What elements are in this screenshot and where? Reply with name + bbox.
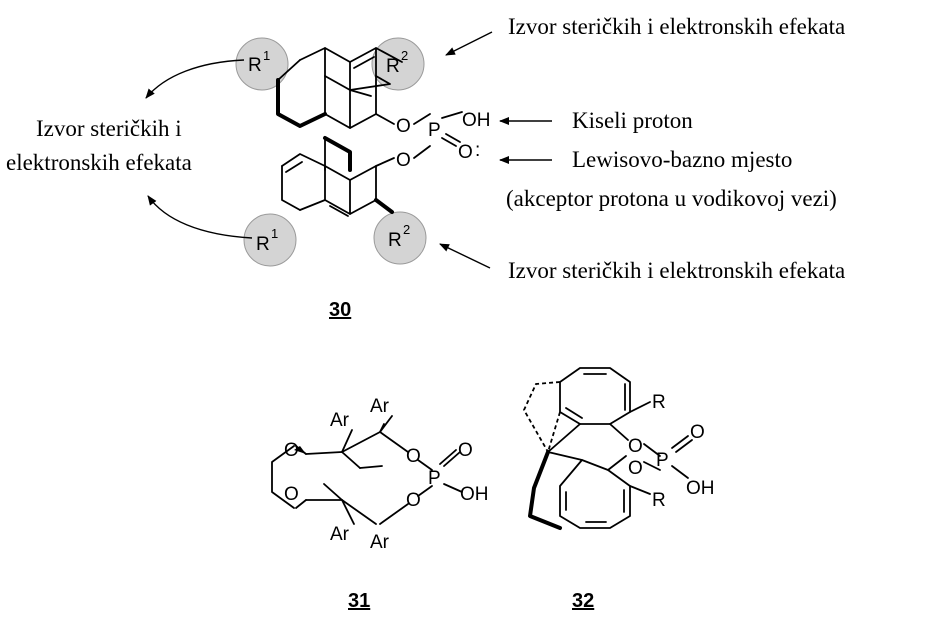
r2-top-superscript: 2 [401,48,408,63]
annotation-top-steric: Izvor steričkih i elektronskih efekata [508,14,845,39]
c31-ar-3: Ar [330,524,350,545]
annotation-lewis-basic-line1: Lewisovo-bazno mjesto [572,147,792,172]
c32-oxygen-double: O [690,422,705,443]
r1-bottom-ball [243,213,297,267]
c32-oxygen-lower: O [628,458,643,479]
phosphate-ring [375,111,463,167]
c31-ar-2: Ar [370,396,390,417]
r1-bottom-superscript: 1 [271,226,278,241]
c32-oxygen-upper: O [628,436,643,457]
curved-arrow-bottom [147,195,253,239]
curved-arrow-top [145,59,245,99]
c31-ar-4: Ar [370,532,390,553]
r1-top-ball [235,37,289,91]
upper-naphthalene [276,47,403,129]
compound-31-structure [271,415,463,525]
compound-label-30: 30 [329,299,351,321]
annotation-lewis-basic-line2: (akceptor protona u vodikovoj vezi) [506,186,837,211]
r2-bottom-superscript: 2 [403,222,410,237]
compound-label-32: 32 [572,590,594,612]
annotation-acidic-proton: Kiseli proton [572,108,693,133]
phosphorus: P [428,120,441,141]
arrow-bottom-steric [439,243,491,269]
r2-top-label: R [386,56,400,77]
c31-oxygen-ring-top: O [284,440,299,461]
lower-naphthalene [281,136,394,217]
c31-oxygen-ring-bottom: O [284,484,299,505]
annotation-left-line1: Izvor steričkih i [36,116,182,141]
oxygen-double: O [458,142,473,163]
r1-bottom-label: R [256,234,270,255]
compound-32-structure [522,367,693,530]
r2-bottom-ball [373,211,427,265]
compound-30-structure: R 1 R 2 R 1 R 2 O O P OH O : [235,37,491,267]
wedge-bond-31 [294,446,306,454]
annotation-bottom-steric: Izvor steričkih i elektronskih efekata [508,258,845,283]
compound-label-31: 31 [348,590,370,612]
oxygen-upper: O [396,116,411,137]
c31-oxygen-upper: O [406,446,421,467]
c31-ar-1: Ar [330,410,350,431]
c31-phosphorus: P [428,468,441,489]
c32-phosphorus: P [656,450,669,471]
oxygen-lower: O [396,150,411,171]
r1-top-label: R [248,55,262,76]
r2-top-ball [371,37,425,91]
c32-hydroxyl: OH [686,478,715,499]
arrow-top-steric [445,31,493,56]
c31-hydroxyl: OH [460,484,489,505]
lone-pair: : [475,140,480,161]
c31-oxygen-double: O [458,440,473,461]
hydroxyl: OH [462,110,491,131]
r1-top-superscript: 1 [263,48,270,63]
annotation-left-line2: elektronskih efekata [6,150,192,175]
r2-bottom-label: R [388,230,402,251]
c32-r-bottom: R [652,490,666,511]
c32-r-top: R [652,392,666,413]
c31-oxygen-lower: O [406,490,421,511]
